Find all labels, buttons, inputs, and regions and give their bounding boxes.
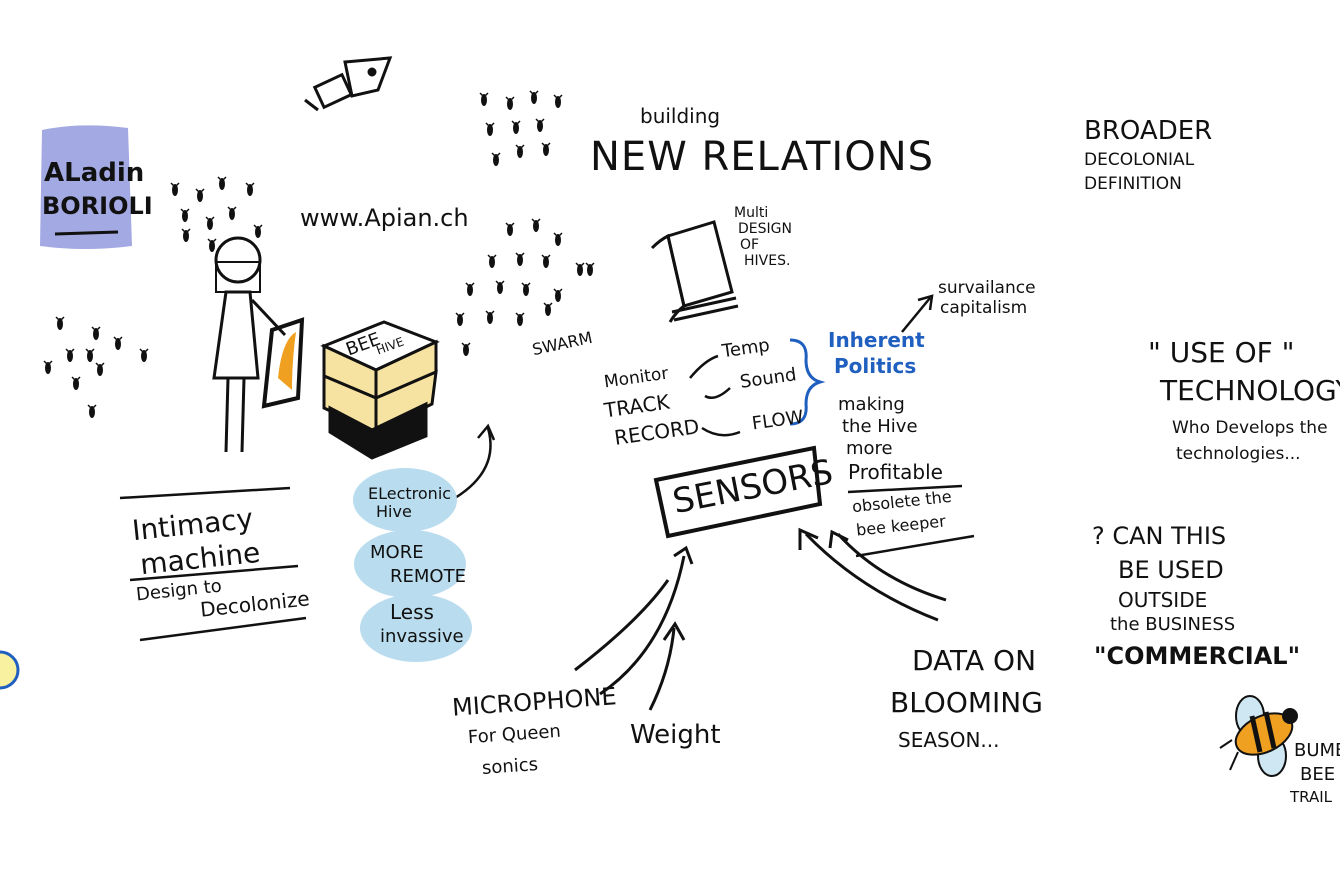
camera-icon [305,58,390,110]
data-bloom-2: BLOOMING [890,688,1043,717]
can-this-5: "COMMERCIAL" [1094,644,1300,669]
website-label: www.Apian.ch [300,206,469,231]
multi-design-4: HIVES. [744,254,790,269]
bubble-2-line1: MORE [370,544,424,563]
making-4: Profitable [848,462,943,483]
inherent-2: Politics [834,356,916,377]
can-this-3: OUTSIDE [1118,590,1207,611]
beekeeper-figure [214,238,285,452]
surveillance-1: survailance [938,280,1036,298]
making-1: making [838,396,905,415]
speaker-name-2: BORIOLI [42,194,153,219]
broader-1: BROADER [1084,118,1212,145]
multi-design-3: OF [740,238,759,253]
title-small: building [640,106,720,127]
bumble-1: BUMBLE [1294,742,1340,761]
making-2: the Hive [842,418,918,437]
bubble-3-line2: invassive [380,628,464,647]
name-underline [55,232,118,234]
use-of-1: " USE OF " [1148,338,1295,367]
data-bloom-1: DATA ON [912,646,1036,675]
microphone-3: sonics [481,756,538,779]
bumble-3: TRAIL [1290,790,1332,806]
bubble-remote [354,530,466,598]
bubble-1-line1: ELectronic [368,486,451,503]
broader-3: DEFINITION [1084,176,1182,194]
page-title: NEW RELATIONS [590,136,934,178]
surveillance-2: capitalism [940,300,1027,318]
data-bloom-3: SEASON... [898,730,999,751]
use-of-3: Who Develops the [1172,420,1328,438]
bubble-3-line1: Less [390,602,434,623]
bubble-2-line2: REMOTE [390,568,466,587]
bubble-1-line2: Hive [376,504,412,521]
bumble-2: BEE [1300,766,1335,785]
hive-arrow [455,428,491,498]
use-of-4: technologies... [1176,446,1301,464]
weight-label: Weight [630,722,721,749]
can-this-1: ? CAN THIS [1092,524,1226,549]
speaker-name-1: ALadin [44,160,144,187]
can-this-4: the BUSINESS [1110,616,1235,635]
broader-2: DECOLONIAL [1084,152,1194,170]
use-of-2: TECHNOLOGY [1160,376,1340,405]
edge-circle [0,652,18,688]
sensor-input-arrows [575,530,946,710]
bumblebee-icon [1220,696,1299,776]
multi-design-2: DESIGN [738,222,792,237]
can-this-2: BE USED [1118,558,1224,583]
book-icon [652,222,738,322]
inherent-1: Inherent [828,330,925,351]
multi-design-1: Multi [734,206,768,221]
making-3: more [846,440,893,459]
